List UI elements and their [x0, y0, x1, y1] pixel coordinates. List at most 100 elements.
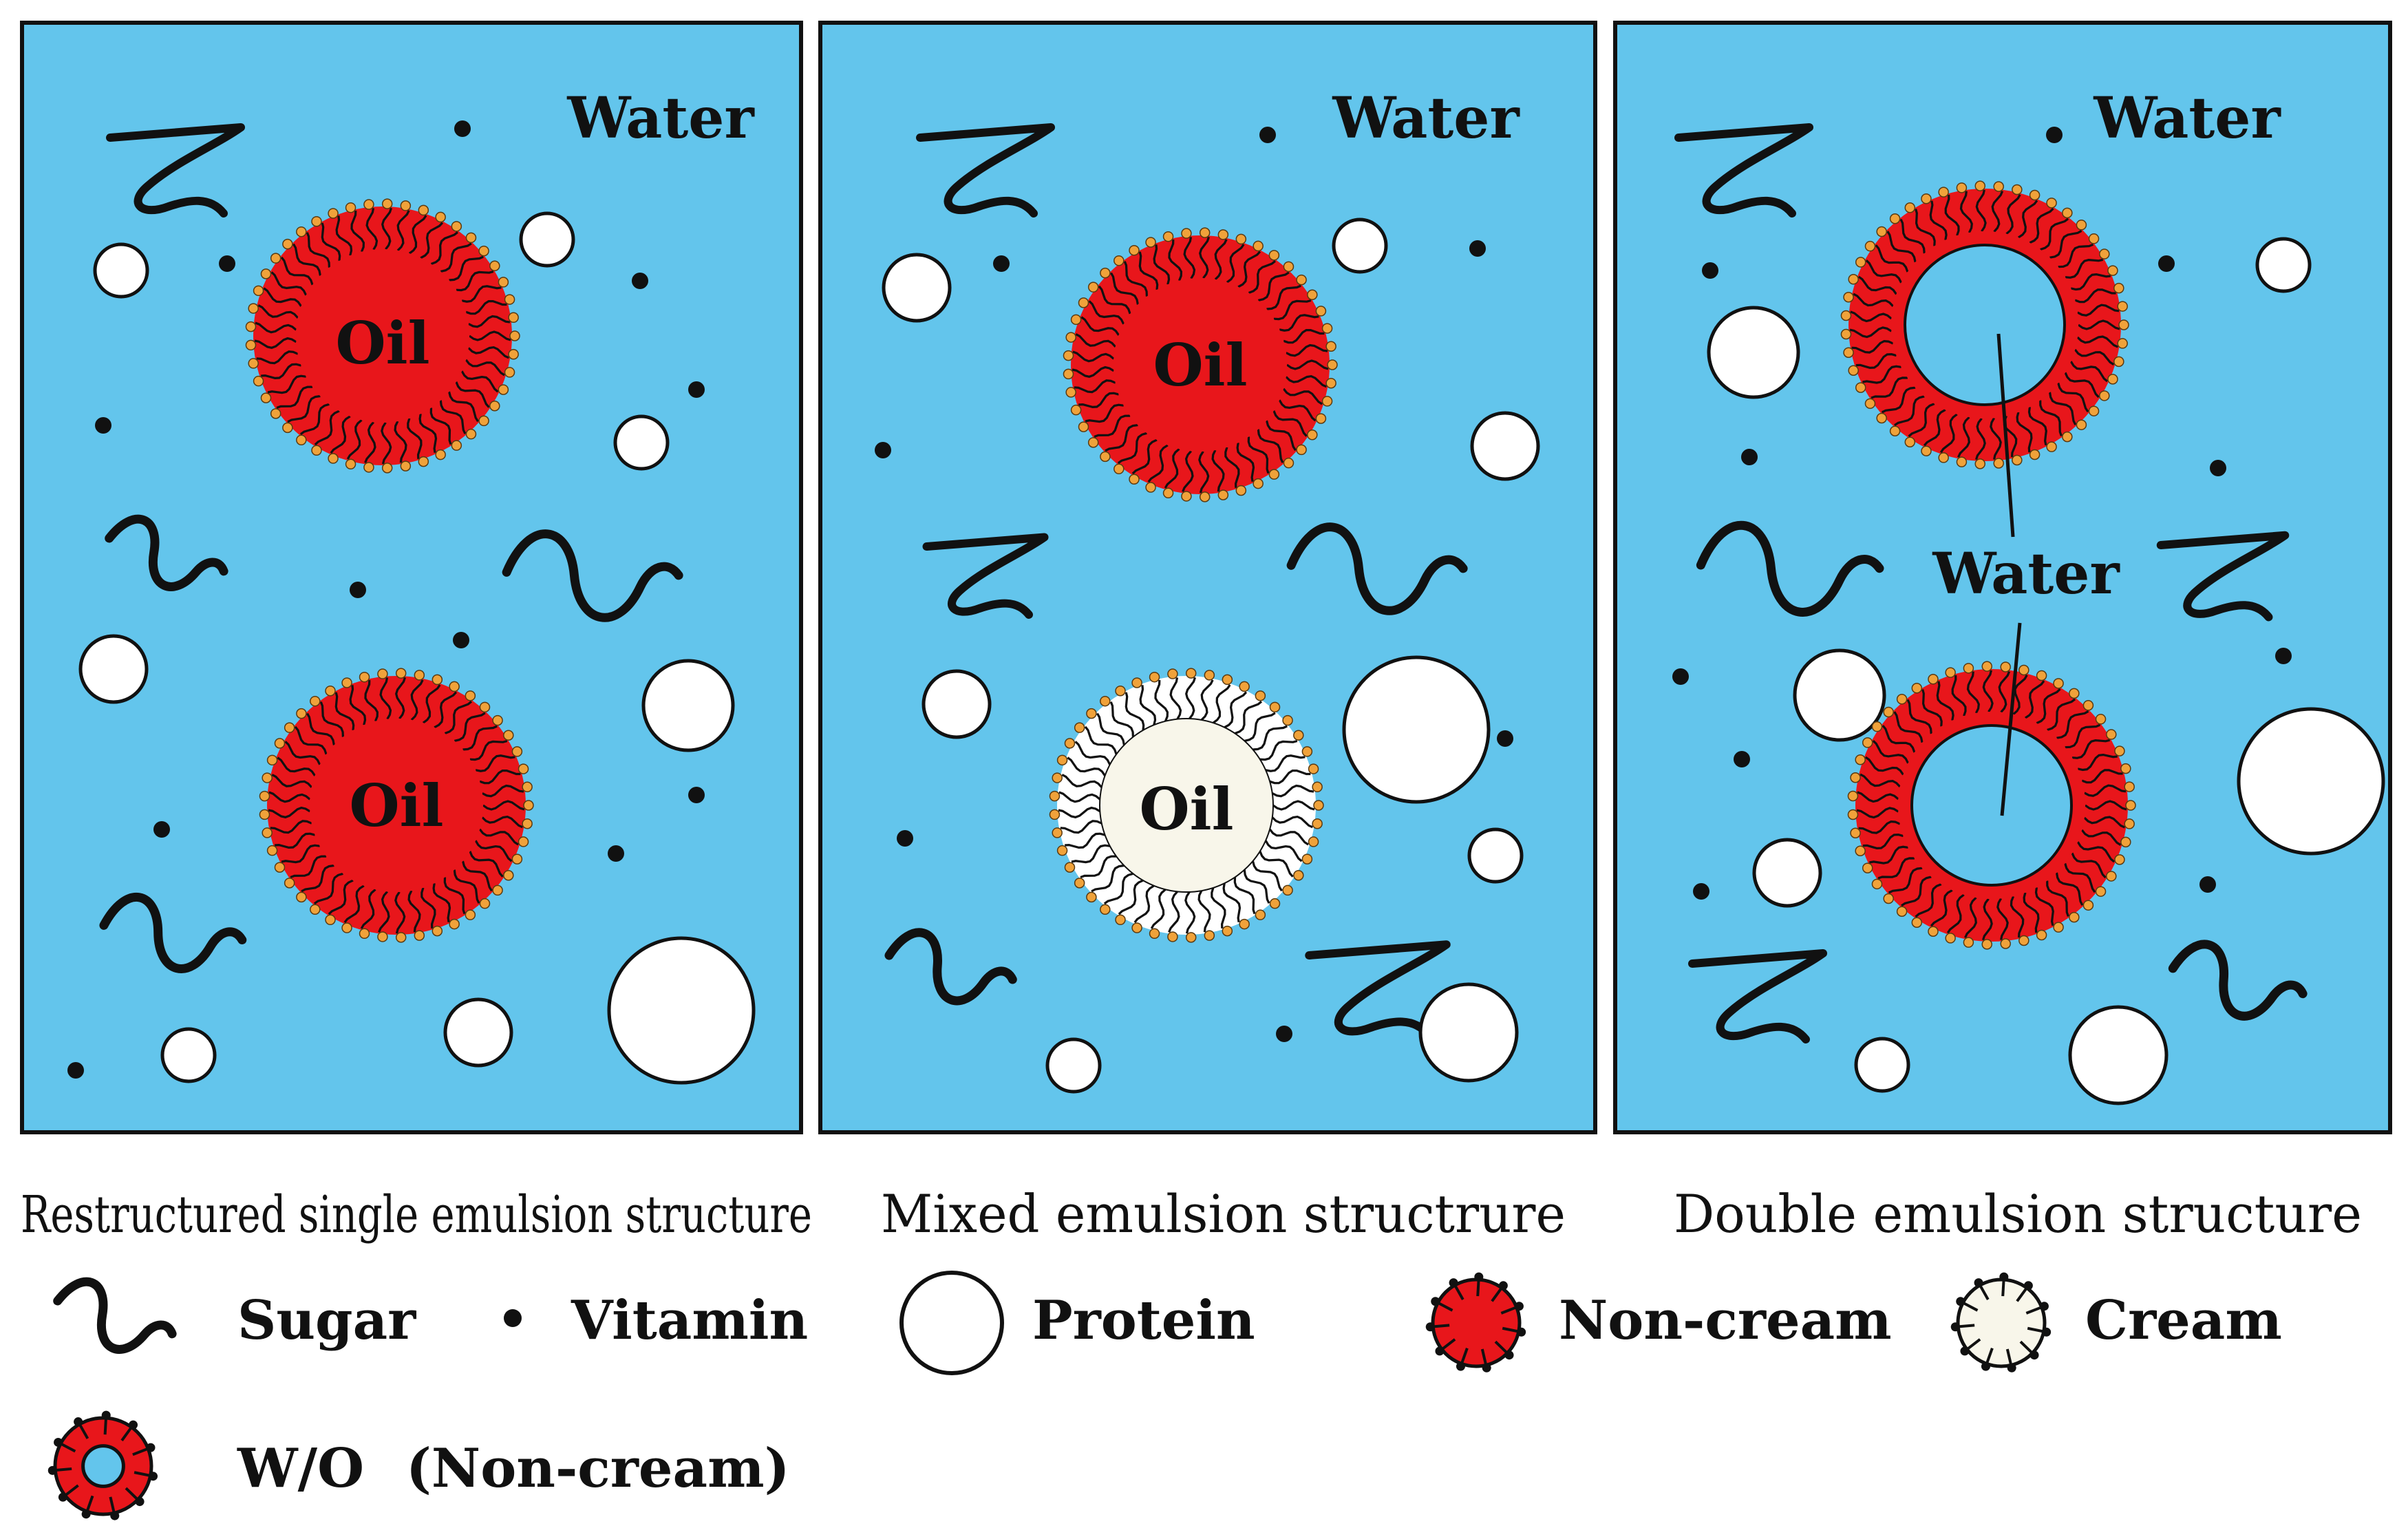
protein-icon	[1332, 218, 1388, 274]
sugar-icon	[1286, 522, 1468, 615]
legend-protein-label: Protein	[1032, 1289, 1255, 1352]
protein-icon	[613, 414, 670, 471]
protein-icon	[93, 242, 149, 299]
sugar-icon	[922, 533, 1049, 619]
pointer-line-lower	[2000, 622, 2022, 816]
protein-icon	[2068, 1005, 2169, 1105]
droplet-1	[245, 198, 520, 474]
protein-icon	[160, 1027, 217, 1083]
protein-icon	[2237, 707, 2385, 856]
protein-icon	[607, 936, 756, 1085]
protein-icon	[1793, 648, 1886, 742]
vitamin-icon	[1741, 449, 1758, 465]
droplet-4	[1049, 668, 1324, 943]
droplet-3-oil-label: Oil	[1153, 331, 1248, 399]
vitamin-icon	[1693, 883, 1709, 900]
vitamin-icon	[608, 845, 624, 862]
vitamin-icon	[453, 632, 469, 648]
legend-non-cream-label: Non-cream	[1559, 1289, 1892, 1352]
panel-3-water-label: Water	[2093, 85, 2281, 151]
legend-vitamin-label: Vitamin	[571, 1289, 808, 1352]
protein-icon	[2255, 237, 2312, 293]
vitamin-icon	[1259, 127, 1276, 143]
sugar-icon	[502, 529, 683, 622]
protein-icon	[443, 997, 513, 1068]
protein-icon	[1045, 1037, 1102, 1094]
sugar-icon	[2168, 940, 2308, 1021]
protein-icon	[519, 211, 575, 268]
caption-mixed-emulsion: Mixed emulsion structrure	[881, 1183, 1566, 1244]
panel-2-water-label: Water	[1332, 85, 1520, 151]
vitamin-icon	[1497, 730, 1513, 747]
caption-single-emulsion: Restructured single emulsion structure	[21, 1185, 812, 1244]
panel-1-water-label: Water	[566, 85, 755, 151]
legend-wo-label: W/O	[237, 1437, 364, 1500]
protein-icon	[1707, 306, 1800, 399]
vitamin-icon	[2199, 876, 2216, 893]
droplet-1-oil-label: Oil	[336, 309, 430, 377]
protein-icon	[1342, 655, 1491, 804]
vitamin-icon	[897, 830, 913, 847]
vitamin-icon	[1702, 262, 1718, 279]
sugar-icon	[106, 123, 245, 218]
droplet-3	[1063, 227, 1338, 502]
protein-icon	[882, 253, 952, 323]
vitamin-icon	[1734, 751, 1750, 767]
vitamin-icon	[95, 417, 111, 434]
protein-icon	[1418, 982, 1519, 1083]
vitamin-icon	[632, 273, 648, 289]
protein-icon	[1854, 1037, 1910, 1093]
vitamin-icon	[219, 255, 235, 272]
droplet-2	[259, 668, 534, 943]
droplet-2-oil-label: Oil	[350, 772, 444, 840]
sugar-icon	[884, 928, 1017, 1006]
protein-icon	[1467, 827, 1524, 884]
vitamin-icon	[1672, 668, 1689, 685]
sugar-icon	[916, 123, 1055, 218]
sugar-icon	[1688, 949, 1827, 1043]
legend-cream-label: Cream	[2085, 1289, 2282, 1352]
pointer-line-upper	[1996, 333, 2015, 538]
panels-layer	[20, 21, 2392, 1134]
protein-icon	[1752, 838, 1822, 908]
protein-icon	[1470, 411, 1540, 481]
vitamin-icon	[688, 381, 705, 398]
vitamin-icon	[1276, 1026, 1292, 1042]
vitamin-icon	[688, 787, 705, 803]
vitamin-icon	[993, 255, 1010, 272]
sugar-icon	[1674, 123, 1813, 218]
sugar-icon	[105, 514, 228, 591]
legend-non-cream-icon	[1425, 1272, 1526, 1372]
sugar-icon	[1696, 520, 1884, 617]
vitamin-icon	[875, 442, 891, 458]
vitamin-icon	[2210, 460, 2226, 476]
protein-icon	[78, 634, 149, 704]
vitamin-icon	[153, 821, 170, 838]
legend-sugar-icon	[53, 1277, 177, 1354]
legend-cream-icon	[1950, 1272, 2052, 1372]
protein-icon	[641, 659, 735, 752]
vitamin-icon	[2275, 648, 2292, 664]
vitamin-icon	[350, 582, 366, 598]
droplet-6	[1847, 661, 2136, 950]
legend-protein-icon	[899, 1271, 1004, 1375]
vitamin-icon	[67, 1062, 84, 1079]
vitamin-icon	[2158, 255, 2175, 272]
legend-vitamin-icon	[504, 1309, 522, 1327]
droplet-4-oil-label: Oil	[1140, 775, 1234, 843]
protein-icon	[921, 669, 992, 739]
legend	[47, 1271, 2052, 1520]
vitamin-icon	[2046, 127, 2063, 143]
legend-wo-icon	[47, 1410, 158, 1520]
vitamin-icon	[1469, 240, 1486, 257]
sugar-icon	[1305, 940, 1451, 1039]
panel-3-inner-water-label: Water	[1932, 541, 2120, 607]
sugar-icon	[2156, 531, 2290, 622]
sugar-icon	[99, 893, 247, 973]
vitamin-icon	[454, 120, 471, 137]
legend-wo-note: (Non-cream)	[406, 1437, 790, 1500]
legend-sugar-label: Sugar	[237, 1289, 416, 1352]
caption-double-emulsion: Double emulsion structure	[1674, 1183, 2362, 1244]
droplet-5	[1840, 180, 2129, 469]
